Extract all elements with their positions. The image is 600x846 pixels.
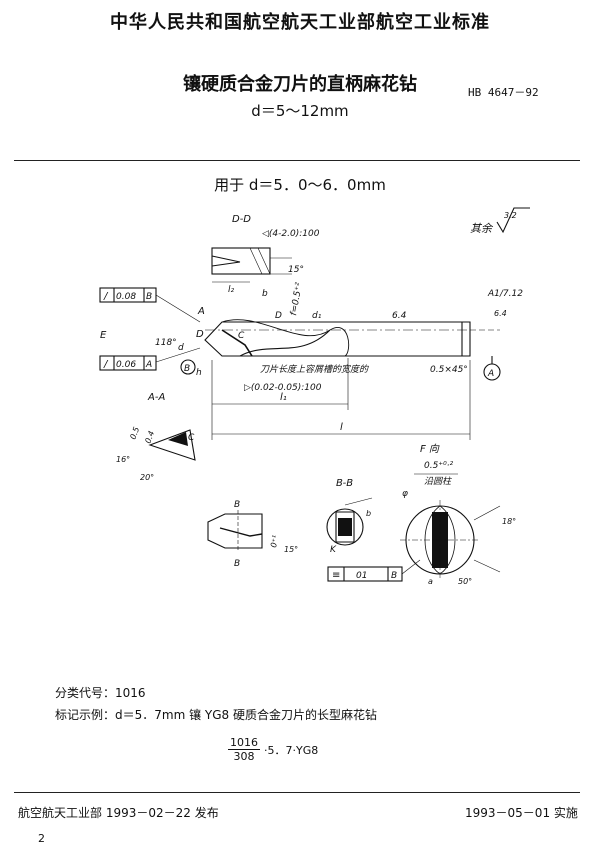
svg-text:B: B — [391, 571, 397, 581]
f-view-circle — [400, 500, 501, 580]
dim-d-label: d — [178, 343, 184, 353]
issuing-standard-header: 中华人民共和国航空航天工业部航空工业标准 — [110, 12, 490, 33]
dim-f-label: f=0.5⁺² — [289, 282, 305, 317]
svg-text:A: A — [145, 360, 152, 370]
marking-fraction: 1016 308 ·5．7·YG8 — [228, 736, 318, 763]
section-bb-label: B-B — [336, 478, 353, 489]
datum-b-circle — [180, 359, 196, 375]
fcf-right: ≡ 01 B — [327, 566, 403, 582]
bb-k-label: K — [330, 545, 337, 555]
fcf-top: / 0.08 B — [99, 287, 157, 303]
marking-example: 标记示例：d＝5．7mm 镶 YG8 硬质合金刀片的长型麻花钻 — [55, 708, 377, 722]
dim-h-label: h — [196, 368, 202, 378]
view-b-body — [207, 513, 263, 549]
aa-dim-05: 0.5 — [128, 426, 141, 441]
svg-text:/: / — [103, 359, 109, 370]
technical-drawing: D-D ◁(4-2.0):100 15° l₂ b 其余 3.2 / 0.08 … — [99, 207, 530, 586]
datum-e-label: E — [100, 330, 107, 341]
view-b-angle: 15° — [284, 545, 298, 554]
svg-text:/: / — [103, 291, 109, 302]
aa-dim-04: 0.4 — [143, 430, 156, 445]
roughness-symbol — [496, 207, 530, 234]
flute-callout: 刀片长度上容屑槽的宽度的 — [260, 364, 369, 375]
section-dd-label: D-D — [232, 214, 251, 225]
f-view-note: 沿圆柱 — [424, 476, 452, 487]
roughness-value: 3.2 — [504, 211, 517, 220]
fraction-denominator: 308 — [233, 750, 255, 763]
surface-rest-label: 其余 — [470, 222, 494, 235]
dim-b-label: b — [262, 289, 268, 299]
page-number: 2 — [38, 832, 45, 845]
aa-label-c: C — [188, 433, 195, 443]
dd-section-body — [211, 247, 271, 275]
datum-a-label: A — [487, 369, 494, 379]
effective-date: 1993－05－01 实施 — [465, 806, 578, 820]
label-c: C — [238, 331, 245, 341]
drill-body — [204, 319, 500, 357]
chamfer-label: 0.5×45° — [430, 365, 468, 375]
standard-number: HB 4647－92 — [468, 86, 539, 99]
view-b-top: B — [234, 500, 240, 510]
application-range: 用于 d＝5．0～6．0mm — [214, 176, 386, 194]
dim-phi-label: φ — [402, 489, 408, 499]
aa-angle-20: 20° — [140, 473, 154, 482]
dim-l2-label: l₂ — [228, 285, 235, 295]
angle-118-label: 118° — [155, 338, 177, 348]
shank-roughness-right: 6.4 — [494, 309, 507, 318]
dim-l1-label: l₁ — [280, 392, 287, 403]
shank-roughness-label: 6.4 — [392, 311, 407, 321]
label-a: A — [197, 306, 205, 317]
view-b-tolerance: 0⁺¹ — [269, 534, 280, 548]
fraction-suffix: ·5．7·YG8 — [264, 743, 319, 757]
angle-15-label: 15° — [288, 265, 304, 275]
header-rule — [14, 160, 580, 161]
aa-section-wedge — [148, 429, 196, 461]
angle-18-label: 18° — [502, 517, 516, 526]
bb-b-label: b — [366, 509, 371, 518]
label-d: D — [196, 329, 204, 340]
fraction-numerator: 1016 — [228, 736, 260, 750]
svg-text:B: B — [146, 292, 152, 302]
datum-b-label: B — [184, 364, 190, 374]
classification-code: 分类代号：1016 — [55, 686, 146, 700]
bb-section — [326, 497, 373, 546]
section-aa-label: A-A — [147, 392, 165, 403]
svg-text:01: 01 — [356, 571, 367, 581]
aa-angle-16: 16° — [116, 455, 130, 464]
angle-50-label: 50° — [458, 577, 472, 586]
label-d-right: D — [275, 311, 282, 321]
svg-text:0.06: 0.06 — [116, 360, 136, 370]
document-title: 镶硬质合金刀片的直柄麻花钻 — [183, 74, 417, 95]
diameter-range: d＝5～12mm — [251, 102, 349, 120]
svg-text:0.08: 0.08 — [116, 292, 136, 302]
footer-rule — [14, 792, 580, 793]
svg-text:≡: ≡ — [332, 570, 340, 581]
f-view-label: F 向 — [420, 443, 440, 455]
dim-d1-label: d₁ — [312, 311, 322, 321]
shank-note: A1/7.12 — [487, 289, 523, 299]
dim-l-label: l — [340, 422, 343, 433]
fcf-bottom: / 0.06 A — [99, 355, 157, 371]
dd-taper-note: ◁(4-2.0):100 — [262, 229, 320, 239]
issue-date: 航空航天工业部 1993－02－22 发布 — [18, 806, 219, 820]
back-taper-callout: ▷(0.02-0.05):100 — [244, 383, 322, 393]
dim-a-label: a — [428, 577, 433, 586]
view-b-bottom: B — [234, 559, 240, 569]
f-view-tolerance: 0.5⁺⁰·² — [424, 461, 454, 471]
